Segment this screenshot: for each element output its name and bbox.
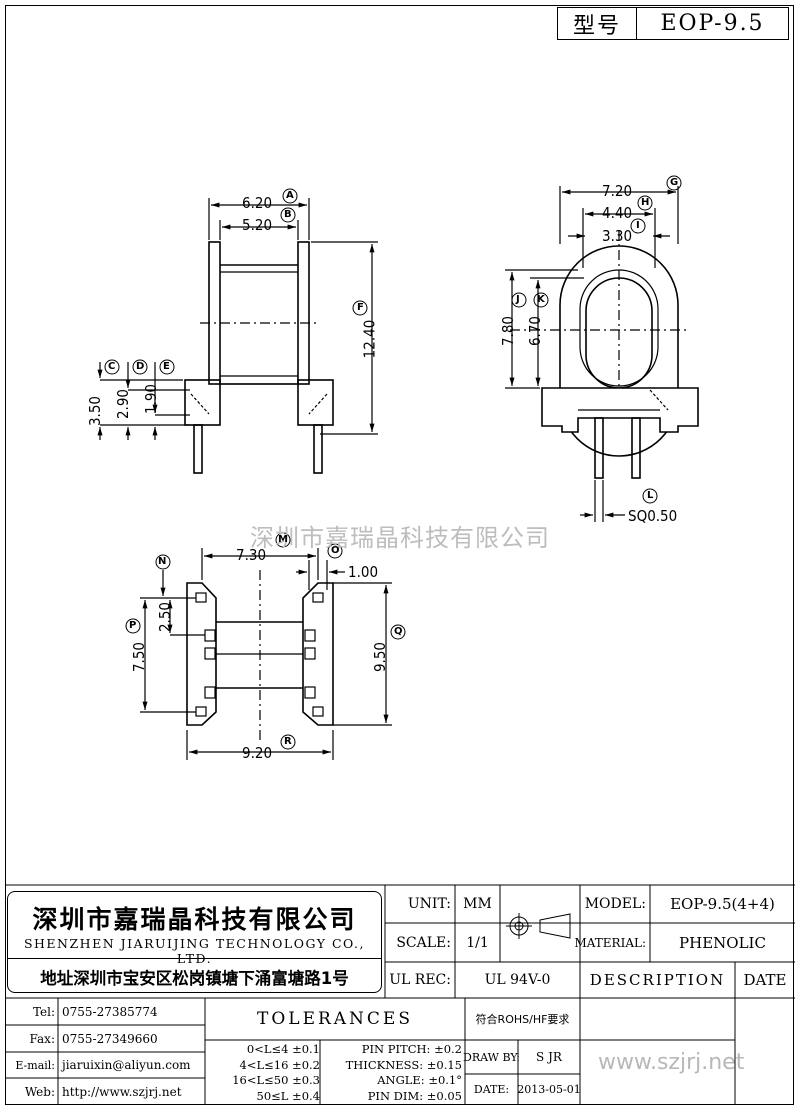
tel-label: Tel:: [32, 1004, 55, 1019]
callout-o: O: [331, 545, 340, 556]
tolerances-title: TOLERANCES: [257, 1009, 413, 1029]
material-value: PHENOLIC: [679, 933, 766, 952]
projection-symbol-icon: [506, 913, 571, 939]
callout-e: E: [163, 361, 170, 372]
dim-a: 6.20: [242, 194, 273, 212]
ulrec-value: UL 94V-0: [484, 972, 551, 988]
dim-q: 9.50: [371, 641, 390, 673]
dim-f: 12.40: [360, 319, 379, 359]
callout-j: J: [516, 294, 520, 305]
dim-p2: 7.50: [130, 641, 149, 673]
watermark: 深圳市嘉瑞晶科技有限公司: [250, 524, 550, 552]
dim-r: 9.20: [242, 744, 273, 762]
tol-row: PIN PITCH: ±0.2: [361, 1042, 462, 1056]
front-view: [97, 198, 378, 474]
dim-j: 7.80: [499, 315, 518, 347]
site-watermark: www.szjrj.net: [598, 1049, 745, 1075]
dim-l: SQ0.50: [628, 507, 678, 525]
model-value: EOP-9.5(4+4): [670, 895, 775, 913]
callout-c: C: [108, 361, 116, 372]
callout-i: I: [636, 220, 640, 231]
tolerance-other-list: PIN PITCH: ±0.2 THICKNESS: ±0.15 ANGLE: …: [322, 1042, 462, 1104]
callout-l: L: [647, 490, 654, 501]
dim-e: 1.90: [142, 383, 161, 415]
rohs-note: 符合ROHS/HF要求: [475, 1013, 570, 1026]
callout-g: G: [670, 177, 679, 188]
tolerance-length-list: 0<L≤4 ±0.1 4<L≤16 ±0.2 16<L≤50 ±0.3 50≤L…: [205, 1042, 320, 1104]
tol-row: ANGLE: ±0.1°: [377, 1073, 462, 1087]
dim-h: 4.40: [602, 204, 633, 222]
date-value: 2013-05-01: [517, 1083, 581, 1096]
ulrec-label: UL REC:: [389, 972, 451, 988]
description-header: DESCRIPTION: [589, 971, 726, 989]
callout-m: M: [278, 534, 288, 545]
tol-row: THICKNESS: ±0.15: [345, 1057, 462, 1072]
scale-value: 1/1: [466, 934, 489, 951]
unit-value: MM: [463, 896, 492, 912]
callout-p: P: [129, 620, 137, 631]
web-value[interactable]: http://www.szjrj.net: [62, 1084, 182, 1099]
dim-d: 2.90: [114, 388, 133, 420]
email-label: E-mail:: [15, 1058, 55, 1072]
company-block: 深圳市嘉瑞晶科技有限公司 SHENZHEN JIARUIJING TECHNOL…: [7, 891, 382, 993]
tol-row: 4<L≤16 ±0.2: [239, 1057, 320, 1072]
callout-r: R: [284, 736, 292, 747]
callout-q: Q: [394, 626, 403, 637]
type-label: 型号: [558, 8, 637, 39]
fax-label: Fax:: [29, 1031, 55, 1046]
callout-h: H: [641, 197, 650, 208]
callout-b: B: [284, 209, 292, 220]
title-block-grid: [5, 884, 795, 1105]
scale-label: SCALE:: [396, 934, 451, 951]
drawing-sheet: [5, 5, 794, 1105]
callout-circles: [104, 175, 682, 750]
date-header: DATE: [743, 971, 787, 989]
bottom-view: [140, 548, 392, 760]
tel-value: 0755-27385774: [62, 1004, 158, 1019]
dim-c: 3.50: [86, 395, 105, 427]
dim-b: 5.20: [242, 216, 273, 234]
dim-o: 1.00: [348, 563, 379, 581]
callout-k: K: [537, 294, 545, 305]
draw-by-label: DRAW BY:: [463, 1050, 520, 1064]
email-value[interactable]: jiaruixin@aliyun.com: [62, 1058, 191, 1072]
tol-row: 0<L≤4 ±0.1: [246, 1042, 320, 1056]
material-label: MATERIAL:: [574, 935, 646, 950]
fax-value: 0755-27349660: [62, 1031, 158, 1046]
callout-n: N: [158, 556, 167, 567]
callout-d: D: [136, 361, 145, 372]
company-name-cn: 深圳市嘉瑞晶科技有限公司: [32, 905, 357, 934]
dim-g: 7.20: [602, 182, 633, 200]
unit-label: UNIT:: [407, 896, 451, 912]
tol-row: PIN DIM: ±0.05: [367, 1088, 462, 1103]
model-label: MODEL:: [584, 896, 646, 912]
model-number: EOP-9.5: [660, 11, 765, 36]
dim-i: 3.30: [602, 227, 633, 245]
dim-m: 7.30: [236, 546, 267, 564]
draw-by-value: S JR: [536, 1050, 562, 1064]
web-label: Web:: [24, 1084, 55, 1099]
dim-p: 2.50: [156, 601, 175, 633]
tol-row: 50≤L ±0.4: [256, 1088, 321, 1103]
tol-row: 16<L≤50 ±0.3: [232, 1073, 320, 1087]
model-box: 型号 EOP-9.5: [557, 7, 789, 40]
callout-f: F: [357, 302, 364, 313]
side-view: [505, 186, 699, 522]
dim-k: 6.70: [526, 315, 545, 347]
company-address: 地址深圳市宝安区松岗镇塘下涌富塘路1号: [8, 958, 381, 991]
callout-a: A: [286, 190, 294, 201]
date-label: DATE:: [473, 1083, 510, 1096]
